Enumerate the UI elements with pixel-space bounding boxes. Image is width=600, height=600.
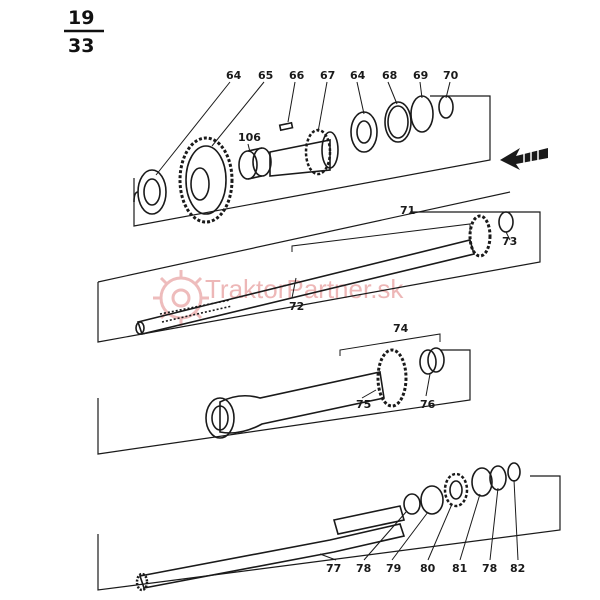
part-label-67: 67 (320, 69, 335, 82)
part-label-78a: 78 (356, 562, 371, 575)
main-shaft-assembly (97, 191, 541, 343)
part-label-80: 80 (420, 562, 436, 575)
leader-lines (155, 81, 519, 561)
part-label-73: 73 (502, 235, 517, 248)
ring-69 (410, 95, 434, 133)
part-label-74: 74 (393, 322, 409, 335)
part-label-72: 72 (289, 300, 304, 313)
bearing-64a (133, 169, 167, 215)
part-label-69: 69 (413, 69, 428, 82)
bearing-64b (350, 111, 378, 153)
part-label-64a: 64 (226, 69, 242, 82)
bushing-106 (238, 147, 272, 180)
key-66 (278, 121, 294, 132)
hollow-shaft-75 (205, 348, 408, 439)
bracket-71 (291, 223, 471, 252)
pto-shaft-frame (97, 349, 471, 455)
part-label-81: 81 (452, 562, 467, 575)
main-shaft-frame (97, 211, 541, 343)
ring-68 (384, 101, 412, 143)
main-shaft-72 (135, 214, 492, 335)
part-label-76: 76 (420, 398, 436, 411)
bearing-80 (443, 472, 469, 508)
watermark-gear-icon (153, 270, 209, 326)
part-label-75: 75 (356, 398, 371, 411)
sheet-number-top: 19 (68, 7, 94, 29)
gear-shaft-67 (269, 128, 339, 177)
part-label-64b: 64 (350, 69, 366, 82)
gear-65 (178, 136, 234, 224)
output-shaft-assembly (97, 462, 561, 592)
ring-79 (420, 485, 444, 515)
countershaft-assembly (133, 95, 491, 227)
ring-81 (471, 467, 493, 497)
part-label-66: 66 (289, 69, 305, 82)
part-labels: 64 65 66 67 64 68 69 70 106 71 72 73 74 … (226, 69, 525, 575)
part-label-65: 65 (258, 69, 273, 82)
ring-78a (403, 493, 421, 515)
countershaft-frame (133, 95, 491, 227)
part-label-70: 70 (443, 69, 459, 82)
bearing-73 (498, 211, 514, 233)
watermark: TraktorPartner.sk (153, 270, 404, 326)
pto-hollow-shaft-assembly (97, 333, 471, 455)
output-shaft-77 (135, 505, 406, 592)
bracket-74 (339, 333, 441, 356)
part-label-78b: 78 (482, 562, 497, 575)
part-label-106: 106 (238, 131, 261, 144)
sheet-number-bottom: 33 (68, 35, 94, 57)
part-label-71: 71 (400, 204, 415, 217)
part-label-82: 82 (510, 562, 525, 575)
bushing-76 (419, 347, 445, 375)
part-label-68: 68 (382, 69, 397, 82)
output-shaft-frame (97, 475, 561, 591)
ring-82 (507, 462, 521, 482)
part-label-77: 77 (326, 562, 341, 575)
ring-70 (438, 95, 454, 119)
direction-arrow-icon (500, 148, 548, 170)
part-label-79: 79 (386, 562, 401, 575)
sheet-number: 19 33 (64, 7, 104, 57)
